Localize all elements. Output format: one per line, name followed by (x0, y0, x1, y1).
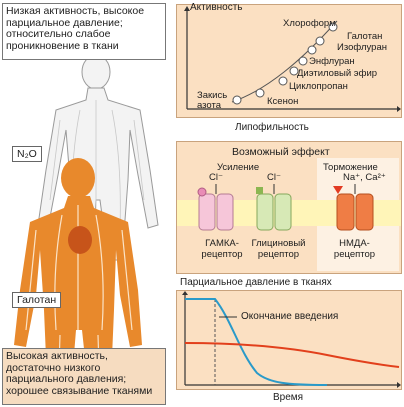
nmda-receptor-icon (333, 186, 374, 231)
point-isoflurane (307, 45, 317, 55)
activity-chart-panel: Активность Закись азота Ксенон Циклопроп… (176, 2, 402, 118)
activity-x-label: Липофильность (235, 122, 309, 133)
label-chloroform: Хлороформ (283, 18, 336, 29)
low-activity-figure (37, 54, 159, 261)
point-nitrous-oxide (232, 95, 242, 105)
point-cyclopropane (278, 76, 288, 86)
label-halothane: Галотан (347, 31, 383, 42)
point-xenon (255, 88, 265, 98)
label-gaba-receptor: ГАМКА-рецептор (201, 238, 243, 260)
activity-y-label: Активность (190, 2, 243, 13)
curve-red (184, 342, 400, 368)
enhance-label: Усиление (217, 162, 260, 173)
curve-halothane-blue (185, 298, 328, 386)
effects-title: Возможный эффект (232, 146, 330, 158)
end-of-administration-label: Окончание введения (241, 311, 339, 322)
pressure-y-label: Парциальное давление в тканях (180, 277, 332, 288)
point-chloroform (328, 22, 338, 32)
label-xenon: Ксенон (267, 96, 299, 107)
point-diethyl-ether (289, 66, 299, 76)
ion-cl-glycine: Cl⁻ (267, 172, 281, 183)
agent-points (232, 22, 338, 105)
label-enflurane: Энфлуран (309, 56, 355, 67)
halothane-tag: Галотан (12, 292, 62, 308)
pressure-chart-panel: Окончание введения (176, 290, 402, 390)
label-cyclopropane: Циклопропан (289, 81, 348, 92)
label-isoflurane: Изофлуран (337, 42, 387, 53)
receptor-drawing (177, 184, 401, 231)
high-activity-note: Высокая активность, достаточно низкого п… (2, 348, 166, 405)
glycine-receptor-icon (256, 187, 292, 231)
inhibit-label: Торможение (323, 162, 378, 173)
label-diethyl-ether: Диэтиловый эфир (297, 68, 378, 79)
label-glycine-receptor: Глициновый рецептор (251, 238, 306, 260)
low-activity-note: Низкая активность, высокое парциальное д… (2, 3, 166, 60)
ion-na-ca: Na⁺, Ca²⁺ (343, 172, 386, 183)
gaba-receptor-icon (197, 187, 234, 231)
label-nitrous-oxide: Закись азота (197, 90, 228, 111)
effects-panel: Возможный эффект Усиление Торможение Cl⁻… (176, 141, 402, 274)
label-nmda-receptor: НМДА-рецептор (333, 238, 376, 260)
activity-axes (184, 6, 401, 112)
ion-cl-gaba: Cl⁻ (209, 172, 223, 183)
point-enflurane (298, 56, 308, 66)
point-halothane (315, 36, 325, 46)
time-x-label: Время (273, 392, 304, 403)
n2o-tag: N₂O (12, 146, 42, 162)
pressure-curves (182, 291, 401, 388)
